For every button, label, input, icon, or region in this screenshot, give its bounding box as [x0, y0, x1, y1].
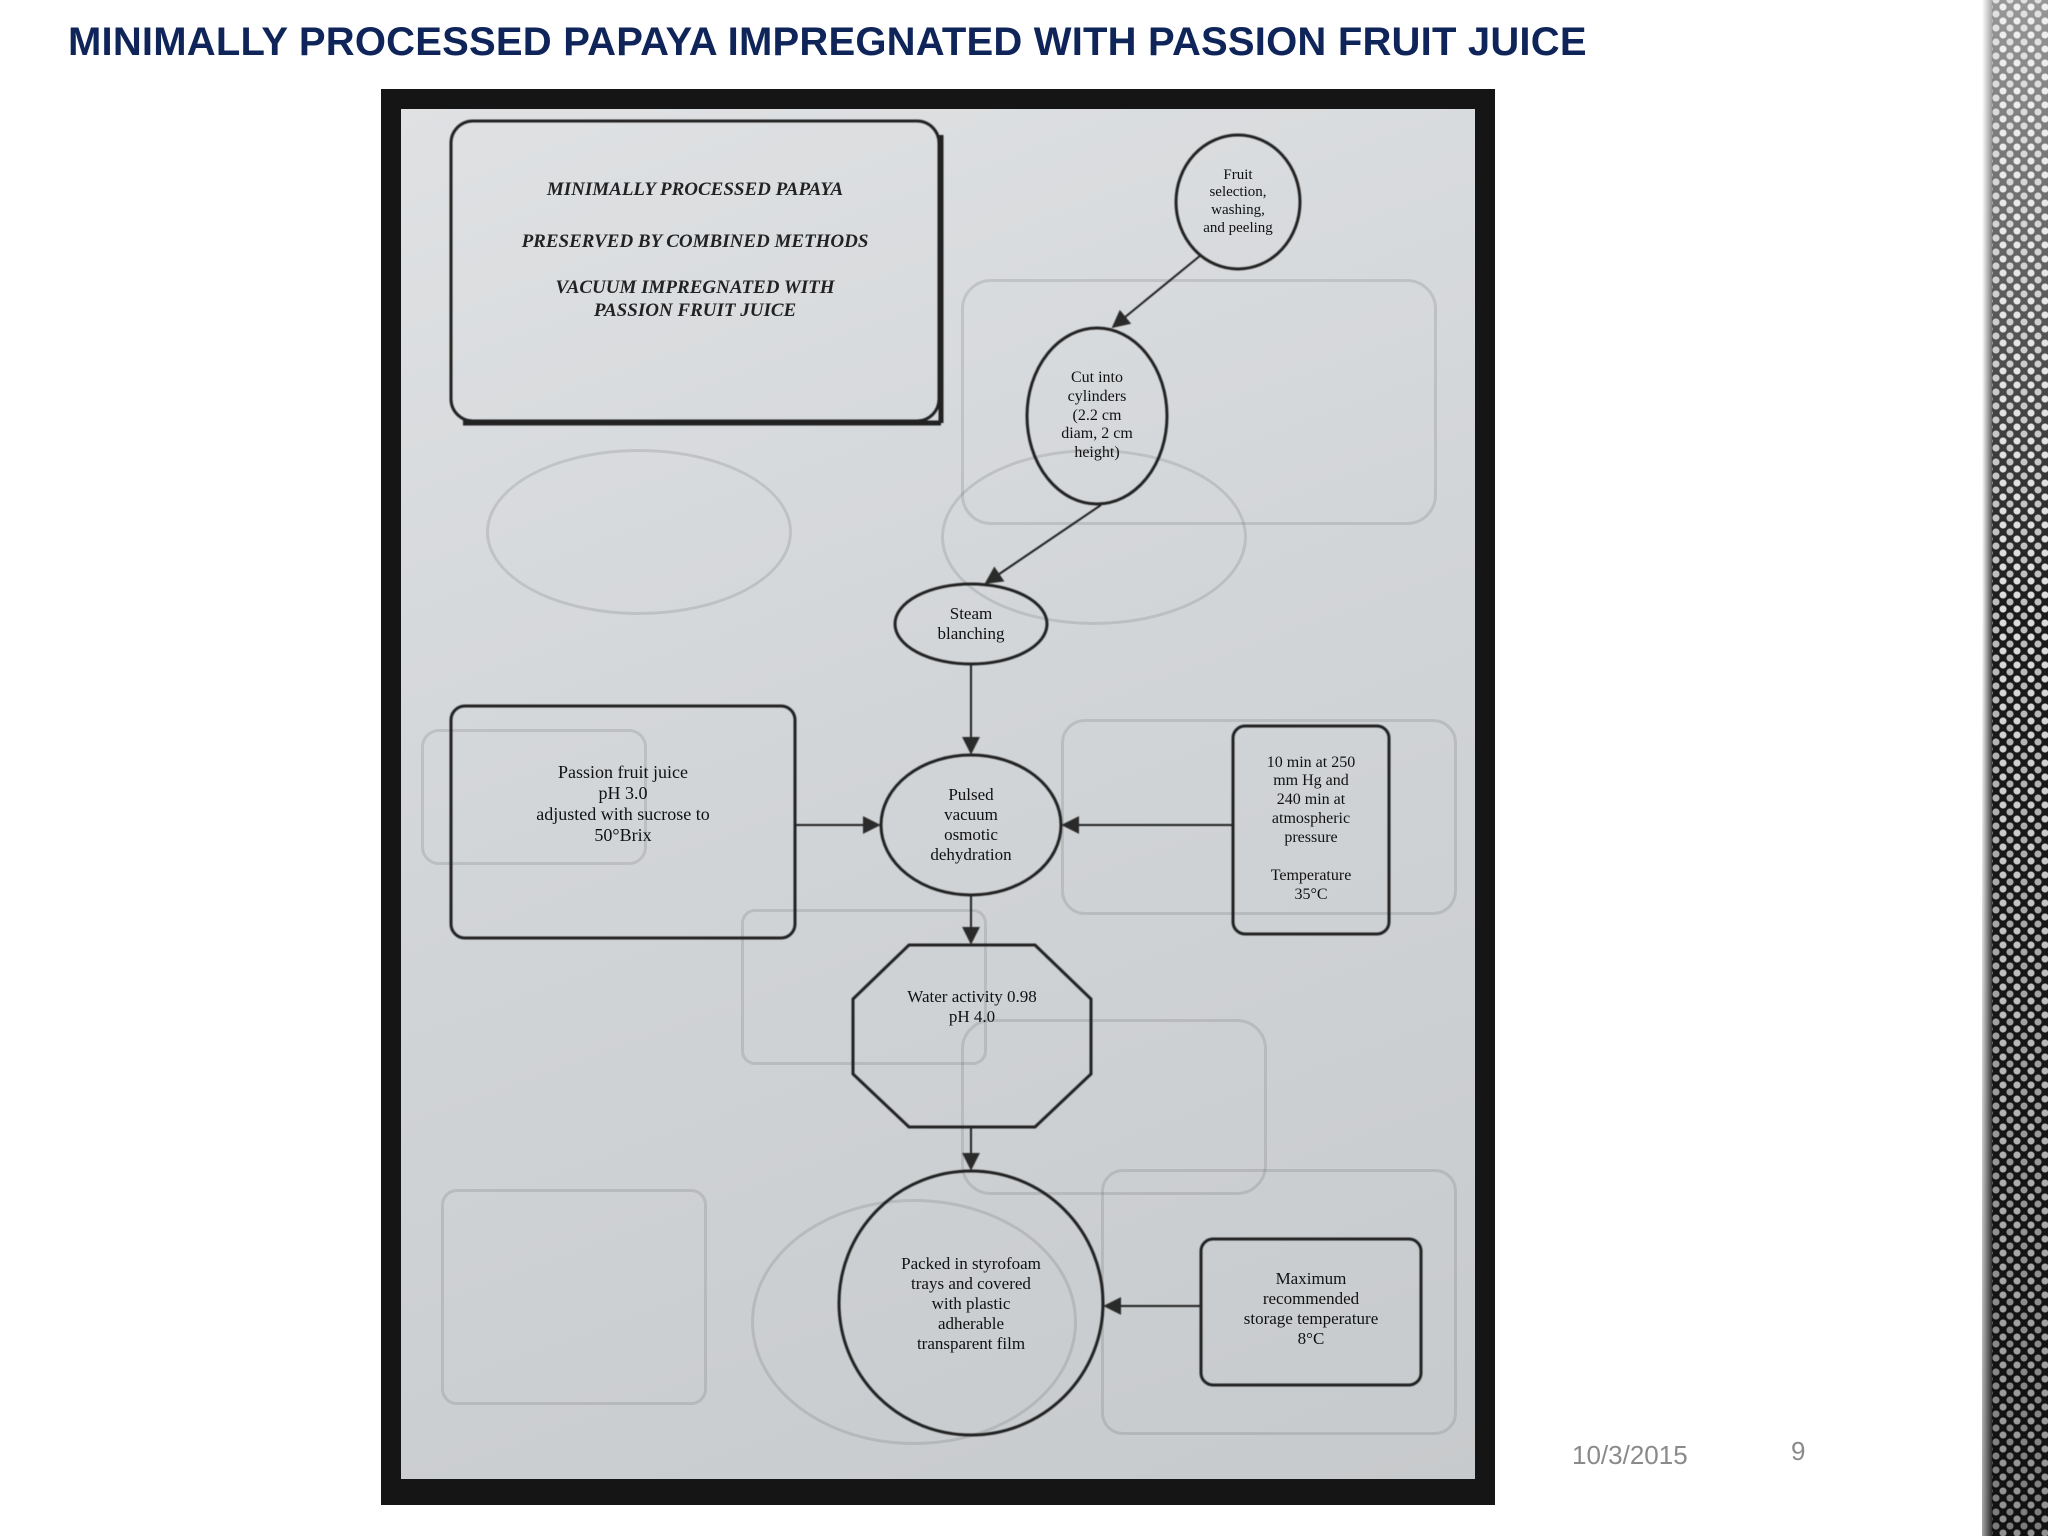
slide-title: MINIMALLY PROCESSED PAPAYA IMPREGNATED W… [68, 20, 1587, 64]
bleed-through-shape [941, 449, 1247, 625]
passion-fruit-juice-node [449, 704, 797, 940]
storage-temp-node [1199, 1237, 1423, 1387]
title-box-line-2: PRESERVED BY COMBINED METHODS [521, 231, 869, 252]
bleed-through-shape [421, 729, 647, 865]
fruit-selection-node [1174, 133, 1302, 271]
cut-cylinders-node [1025, 326, 1169, 506]
arrow-selection-to-cut [1111, 254, 1202, 329]
pulsed-vacuum-label: Pulsed vacuum osmotic dehydration [930, 784, 1012, 865]
cut-cylinders-label: Cut into cylinders (2.2 cm diam, 2 cm he… [1061, 368, 1133, 462]
bleed-through-shape [741, 909, 987, 1065]
steam-blanching-node [893, 582, 1049, 666]
arrow-cut-to-blanching [984, 504, 1102, 585]
passion-fruit-juice-label: Passion fruit juice pH 3.0 adjusted with… [536, 761, 710, 846]
vacuum-conditions-node [1231, 724, 1391, 936]
title-box-line-1: MINIMALLY PROCESSED PAPAYA [546, 179, 844, 200]
decorative-side-strip [1982, 0, 2048, 1536]
title-box-line-3: VACUUM IMPREGNATED WITH PASSION FRUIT JU… [555, 277, 835, 321]
steam-blanching-label: Steam blanching [937, 603, 1005, 643]
title-box [449, 119, 941, 423]
bleed-through-shape [961, 279, 1437, 525]
water-activity-label: Water activity 0.98 pH 4.0 [907, 986, 1037, 1026]
bleed-through-shape [751, 1199, 1077, 1445]
flowchart-shapes [449, 119, 1423, 1437]
fruit-selection-label: Fruit selection, washing, and peeling [1203, 166, 1273, 236]
bleed-through-shape [486, 449, 792, 615]
flowchart-page: MINIMALLY PROCESSED PAPAYA PRESERVED BY … [401, 109, 1475, 1479]
packed-node [837, 1169, 1105, 1437]
flowchart-photo: MINIMALLY PROCESSED PAPAYA PRESERVED BY … [381, 89, 1495, 1505]
bleed-through-shape [961, 1019, 1267, 1195]
packed-label: Packed in styrofoam trays and covered wi… [901, 1253, 1041, 1354]
slide-page-number: 9 [1791, 1436, 1806, 1466]
bleed-through-shape [441, 1189, 707, 1405]
vacuum-conditions-label: 10 min at 250 mm Hg and 240 min at atmos… [1266, 753, 1356, 903]
storage-temp-label: Maximum recommended storage temperature … [1243, 1268, 1379, 1349]
slide-date: 10/3/2015 [1572, 1440, 1688, 1470]
water-activity-node [851, 943, 1093, 1129]
